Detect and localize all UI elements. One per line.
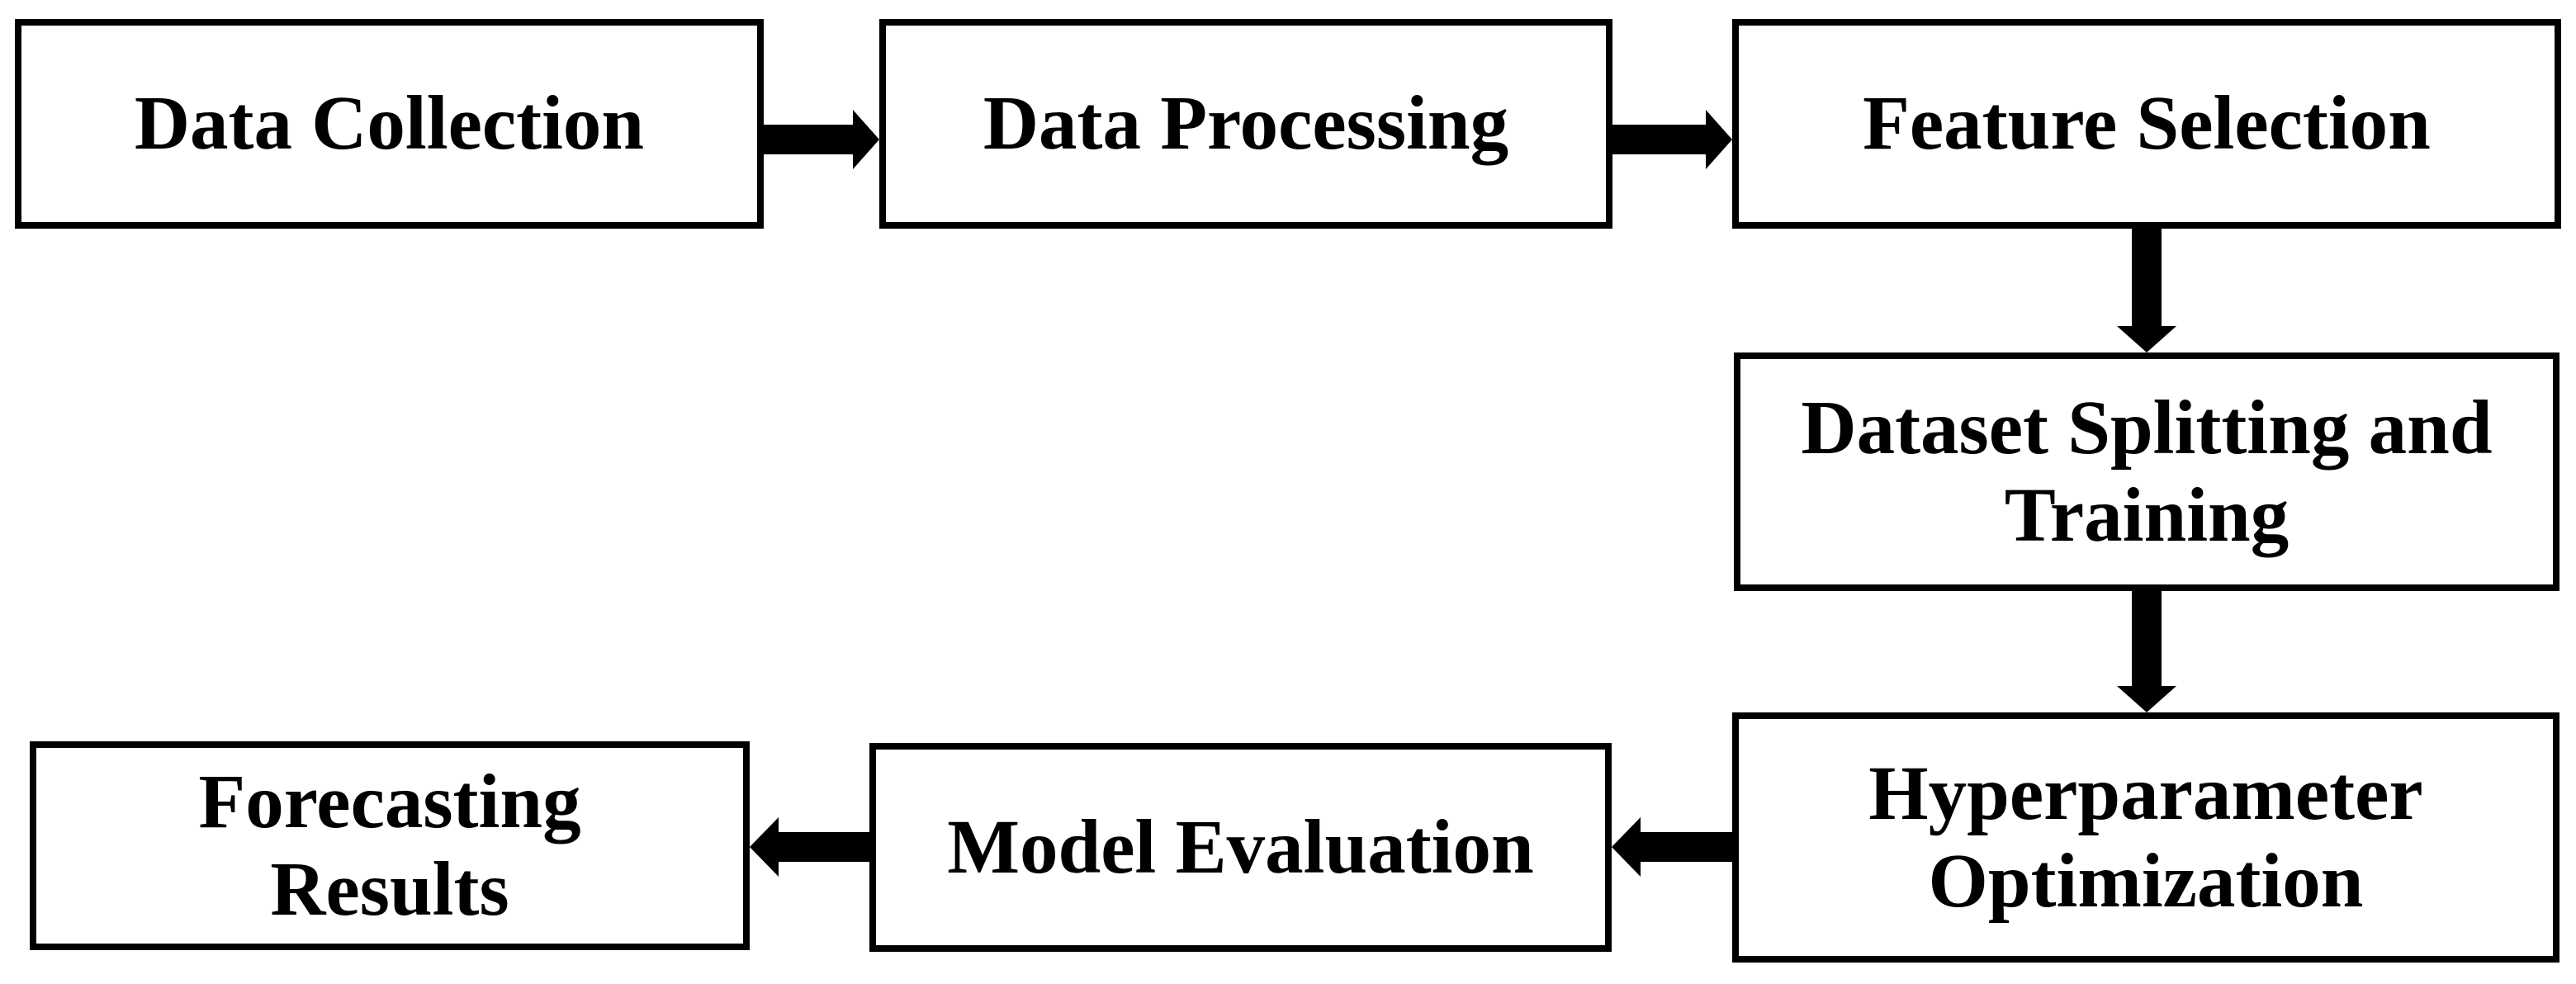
- arrow-shaft: [2132, 591, 2162, 686]
- arrow-shaft: [764, 125, 853, 154]
- arrow-shaft: [779, 832, 869, 862]
- node-dataset-splitting-and-training: Dataset Splitting and Training: [1734, 352, 2559, 591]
- node-label: Model Evaluation: [947, 804, 1534, 890]
- node-data-collection: Data Collection: [15, 19, 764, 229]
- arrow-head-right-icon: [853, 110, 879, 169]
- arrow-head-left-icon: [1612, 817, 1641, 877]
- node-hyperparameter-optimization: Hyperparameter Optimization: [1732, 712, 2559, 963]
- node-label-line-1: Dataset Splitting and: [1801, 386, 2493, 471]
- arrow-shaft: [2132, 229, 2162, 326]
- node-label: Data Collection: [134, 81, 645, 167]
- arrow-shaft: [1641, 832, 1732, 862]
- arrow-head-down-icon: [2117, 326, 2176, 352]
- node-model-evaluation: Model Evaluation: [869, 743, 1612, 952]
- node-label-line-2: Optimization: [1928, 838, 2364, 924]
- node-forecasting-results: Forecasting Results: [30, 741, 750, 950]
- node-label-line-1: Forecasting: [198, 759, 581, 845]
- node-label: Data Processing: [983, 81, 1509, 167]
- node-label-line-2: Training: [2004, 472, 2290, 558]
- node-feature-selection: Feature Selection: [1732, 19, 2561, 229]
- arrow-head-right-icon: [1706, 110, 1732, 169]
- arrow-shaft: [1612, 125, 1706, 154]
- node-label-line-2: Results: [270, 846, 509, 932]
- arrow-head-down-icon: [2117, 686, 2176, 712]
- node-data-processing: Data Processing: [879, 19, 1612, 229]
- arrow-head-left-icon: [750, 817, 779, 877]
- node-label-line-1: Hyperparameter: [1868, 751, 2423, 837]
- node-label: Feature Selection: [1863, 81, 2431, 167]
